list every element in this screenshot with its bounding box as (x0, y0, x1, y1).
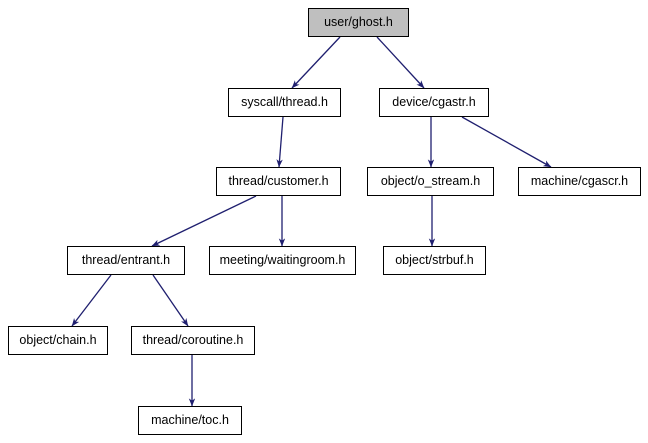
graph-node-entrant[interactable]: thread/entrant.h (67, 246, 185, 275)
graph-node-coroutine[interactable]: thread/coroutine.h (131, 326, 255, 355)
graph-node-label: object/o_stream.h (380, 174, 481, 189)
graph-node-customer[interactable]: thread/customer.h (216, 167, 341, 196)
graph-node-chain[interactable]: object/chain.h (8, 326, 108, 355)
graph-node-toc[interactable]: machine/toc.h (138, 406, 242, 435)
edge-ghost-to-thread_sys (291, 36, 341, 89)
edge-entrant-to-chain (71, 274, 112, 327)
edge-thread_sys-to-customer (276, 116, 284, 168)
graph-node-label: machine/toc.h (151, 413, 229, 428)
graph-node-strbuf[interactable]: object/strbuf.h (383, 246, 486, 275)
graph-node-label: machine/cgascr.h (530, 174, 629, 189)
graph-node-label: device/cgastr.h (392, 95, 476, 110)
graph-node-label: user/ghost.h (324, 15, 393, 30)
graph-node-label: thread/customer.h (228, 174, 329, 189)
graph-node-label: object/strbuf.h (395, 253, 474, 268)
graph-node-label: meeting/waitingroom.h (219, 253, 346, 268)
edge-entrant-to-coroutine (152, 274, 189, 327)
graph-node-waitingroom[interactable]: meeting/waitingroom.h (209, 246, 356, 275)
graph-node-label: thread/entrant.h (81, 253, 171, 268)
edge-cgastr-to-cgascr (461, 116, 552, 168)
graph-node-thread_sys[interactable]: syscall/thread.h (228, 88, 341, 117)
graph-node-cgascr[interactable]: machine/cgascr.h (518, 167, 641, 196)
graph-node-label: syscall/thread.h (241, 95, 328, 110)
edge-customer-to-entrant (151, 195, 257, 247)
graph-node-label: object/chain.h (19, 333, 97, 348)
edge-ghost-to-cgastr (376, 36, 425, 89)
graph-node-label: thread/coroutine.h (142, 333, 244, 348)
graph-node-ghost[interactable]: user/ghost.h (308, 8, 409, 37)
graph-node-o_stream[interactable]: object/o_stream.h (367, 167, 494, 196)
graph-node-cgastr[interactable]: device/cgastr.h (379, 88, 489, 117)
